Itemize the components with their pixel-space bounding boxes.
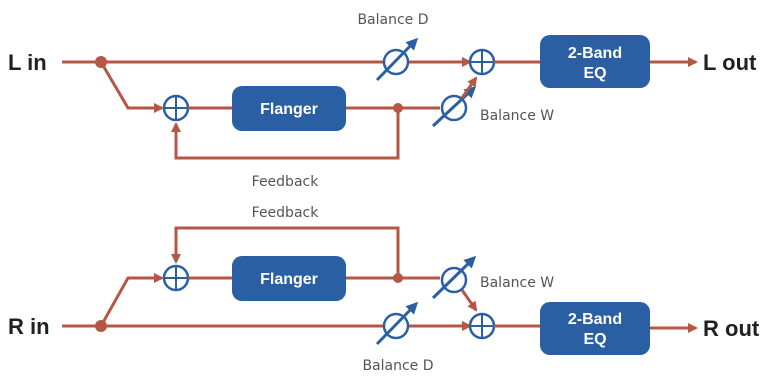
l-balance-w-knob-icon [431,85,477,128]
r-balance-w-label: Balance W [480,275,554,291]
l-feedback-loop-line [171,108,400,160]
l-feedback-mixer-icon [162,94,190,122]
r-branch-line [99,273,164,327]
r-eq-label-line1: 2-Band [568,311,622,328]
r-balance-d-knob-icon [375,301,419,346]
r-balance-w-knob-icon [431,255,477,300]
l-flanger-block [232,86,346,131]
l-eq-block [540,35,650,88]
l-feedback-label: Feedback [252,174,320,190]
r-balance-d-label: Balance D [362,358,433,374]
l-branch-line [99,61,164,113]
r-in-label: R in [8,314,50,339]
l-eq-label-line2: EQ [583,65,606,82]
r-feedback-mixer-icon [162,264,190,292]
l-out-label: L out [703,50,757,75]
r-out-label: R out [703,316,760,341]
l-balance-d-label: Balance D [357,12,428,28]
l-output-mixer-icon [468,48,496,76]
l-in-label: L in [8,50,47,75]
l-balance-d-knob-icon [375,37,419,82]
l-wet-to-sum-line [460,76,478,99]
right-channel-section: Feedback Flanger Balance W Balance D [8,205,760,374]
r-eq-block [540,302,650,355]
r-wet-to-sum-line [460,289,478,312]
left-channel-section: Flanger Feedback Balance D Balance W 2-B… [8,12,757,190]
l-balance-w-label: Balance W [480,108,554,124]
l-flanger-label: Flanger [260,101,318,118]
r-flanger-label: Flanger [260,271,318,288]
r-eq-label-line2: EQ [583,331,606,348]
r-feedback-label: Feedback [252,205,320,221]
l-eq-label-line1: 2-Band [568,45,622,62]
r-feedback-loop-line [171,226,400,278]
r-feedback-tap-node [393,273,403,283]
r-output-mixer-icon [468,312,496,340]
r-flanger-block [232,256,346,301]
